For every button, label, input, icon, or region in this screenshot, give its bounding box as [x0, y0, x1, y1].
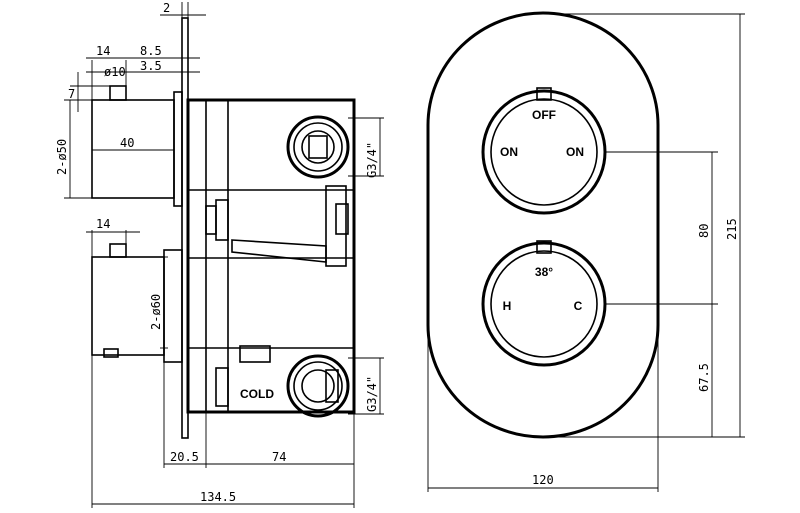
offset-small-dim: 3.5 [140, 59, 162, 73]
knob-to-bottom-dim: 67.5 [697, 363, 711, 392]
offset-lower-dim: 14 [96, 217, 110, 231]
knob-spacing-dim: 80 [697, 224, 711, 238]
knob-top-right-label: ON [566, 145, 584, 159]
front-view: OFF ON ON 38° H C 80 67.5 215 120 [426, 11, 745, 492]
cold-inlet [286, 354, 350, 418]
depth-body-dim: 74 [272, 450, 286, 464]
knob-bottom: 38° H C [481, 240, 607, 367]
lower-handle-button [103, 348, 119, 358]
lower-handle-collar [163, 249, 183, 363]
length-upper-dim: 40 [120, 136, 134, 150]
offset-mid-dim: 8.5 [140, 44, 162, 58]
cold-label: COLD [240, 387, 274, 401]
plate-thickness-dim: 2 [163, 1, 170, 15]
faceplate-outline [426, 11, 660, 439]
depth-total-dim: 134.5 [200, 490, 236, 504]
knob-top: OFF ON ON [481, 87, 607, 215]
side-view: COLD G3/4" G3/4" 2 14 8.5 ø10 3.5 7 2-ø5… [55, 1, 384, 508]
knob-bottom-hot-label: H [503, 299, 512, 313]
knob-bottom-temp-label: 38° [535, 265, 553, 279]
diameter-upper-dim: 2-ø50 [55, 139, 69, 175]
top-outlet [286, 115, 350, 179]
offset-top-dim: 14 [96, 44, 110, 58]
height-dim: 215 [725, 218, 739, 240]
width-dim: 120 [532, 473, 554, 487]
knob-top-left-label: ON [500, 145, 518, 159]
upper-handle-pin [109, 85, 127, 101]
depth-front-dim: 20.5 [170, 450, 199, 464]
thread-bottom-label: G3/4" [365, 376, 379, 412]
height-small-dim: 7 [68, 87, 75, 101]
lower-handle-pin [109, 243, 127, 258]
knob-bottom-cold-label: C [574, 299, 583, 313]
diameter-small-dim: ø10 [104, 65, 126, 79]
thread-top-label: G3/4" [365, 142, 379, 178]
upper-handle-collar [173, 91, 183, 207]
knob-top-off-label: OFF [532, 108, 556, 122]
valve-body [186, 98, 356, 414]
diameter-lower-dim: 2-ø60 [149, 294, 163, 330]
